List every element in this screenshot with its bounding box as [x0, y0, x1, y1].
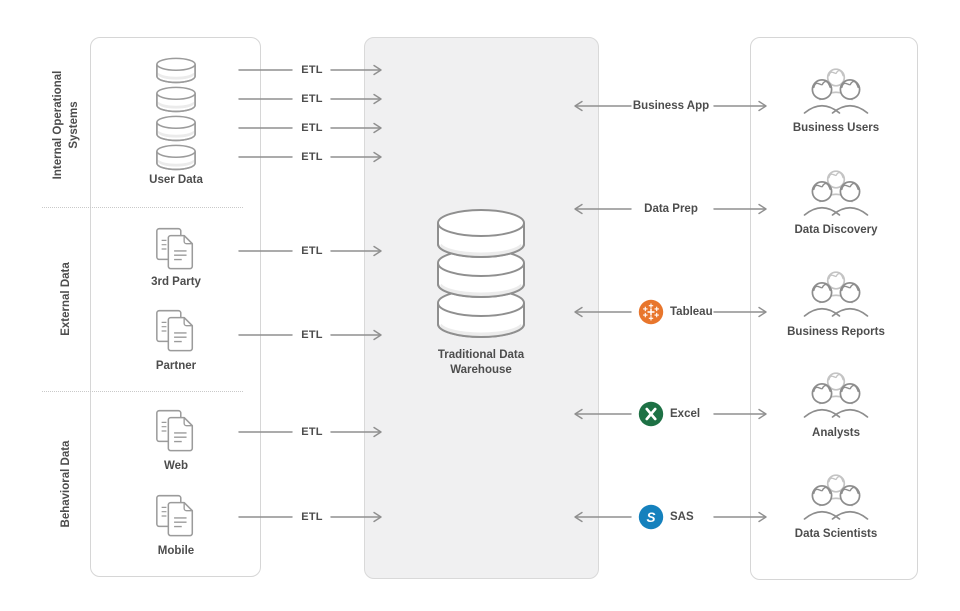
- warehouse-title-line2: Warehouse: [450, 364, 512, 376]
- consumer-label: Business Users: [792, 122, 880, 134]
- database-stack-icon: [435, 209, 527, 339]
- warehouse-title-line1: Traditional Data: [437, 349, 525, 361]
- svg-text:S: S: [646, 510, 655, 525]
- user-group-icon: [801, 368, 871, 420]
- output-label: Excel: [670, 408, 701, 420]
- source-label: Partner: [155, 360, 197, 372]
- output-label: Business App: [632, 100, 710, 112]
- database-icon: [155, 57, 197, 84]
- output-label: SAS: [670, 511, 694, 523]
- documents-icon: [151, 408, 201, 454]
- consumer-label: Analysts: [812, 427, 860, 439]
- etl-label: ETL: [301, 329, 323, 341]
- section-divider: [42, 391, 243, 392]
- etl-label: ETL: [301, 511, 323, 523]
- user-group-icon: [801, 166, 871, 218]
- user-group-icon: [801, 470, 871, 522]
- consumer-label: Data Scientists: [794, 528, 878, 540]
- user-group-icon: [801, 64, 871, 116]
- etl-label: ETL: [301, 122, 323, 134]
- user-group-icon: [801, 267, 871, 319]
- output-label: Tableau: [670, 306, 713, 318]
- output-label: Data Prep: [644, 203, 698, 215]
- consumer-label: Data Discovery: [794, 224, 878, 236]
- database-icon: [155, 86, 197, 113]
- consumers-box: [750, 37, 918, 580]
- tableau-icon: [638, 299, 664, 325]
- etl-label: ETL: [301, 64, 323, 76]
- database-icon: [155, 115, 197, 142]
- documents-icon: [151, 493, 201, 539]
- documents-icon: [151, 308, 201, 354]
- source-label: 3rd Party: [151, 276, 201, 288]
- source-label-user-data: User Data: [149, 174, 203, 186]
- sas-icon: S: [638, 504, 664, 530]
- excel-icon: [638, 401, 664, 427]
- source-label: Web: [163, 460, 189, 472]
- etl-label: ETL: [301, 93, 323, 105]
- etl-label: ETL: [301, 426, 323, 438]
- section-label-external-data: External Data: [60, 262, 72, 336]
- consumer-label: Business Reports: [787, 326, 885, 338]
- source-label: Mobile: [157, 545, 195, 557]
- section-label-internal-operational-systems: Internal Operational Systems: [52, 70, 80, 180]
- etl-label: ETL: [301, 245, 323, 257]
- documents-icon: [151, 226, 201, 272]
- database-icon: [155, 144, 197, 171]
- section-divider: [42, 207, 243, 208]
- etl-label: ETL: [301, 151, 323, 163]
- section-label-behavioral-data: Behavioral Data: [60, 440, 72, 528]
